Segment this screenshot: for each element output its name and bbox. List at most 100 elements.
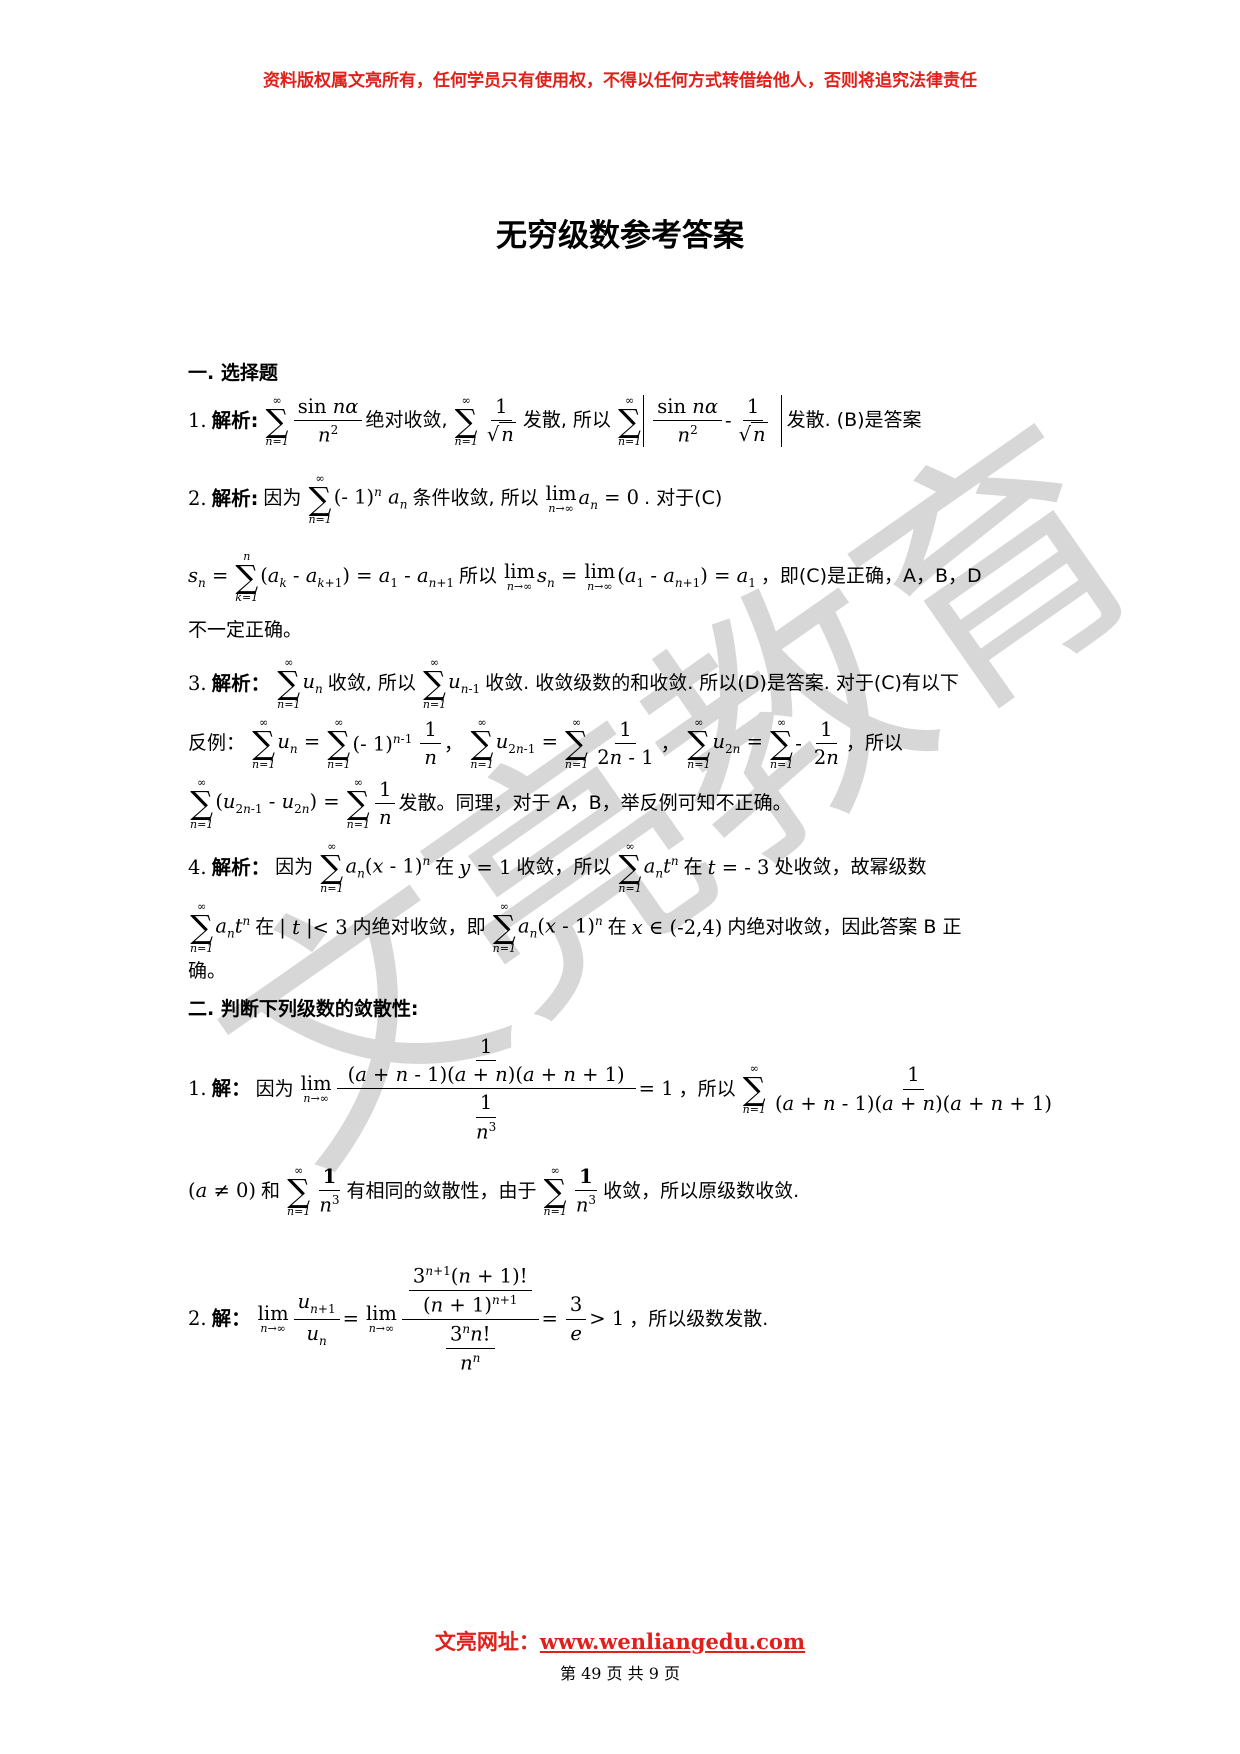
math-expr: (ak - ak+1) = a1 - an+1: [260, 563, 455, 590]
problem-label: 解：: [211, 1077, 251, 1101]
text: 在: [683, 856, 703, 879]
math-fraction: 1√n: [486, 394, 516, 447]
math-expr: un-1: [448, 670, 481, 697]
problem-number: 2.: [188, 1307, 207, 1331]
math-sum: ∞∑n=1: [190, 776, 214, 831]
text: ，所以: [678, 1077, 736, 1100]
math-expr: | t |< 3: [279, 915, 348, 939]
problem-1-3: 3. 解析： ∞∑n=1 un 收敛, 所以 ∞∑n=1 un-1 收敛. 收敛…: [188, 656, 1060, 712]
problem-1-4-cont: ∞∑n=1 antn 在 | t |< 3 内绝对收敛，即 ∞∑n=1 an(x…: [188, 900, 1060, 956]
math-expr: (a ≠ 0): [188, 1179, 256, 1203]
text: 所以: [459, 565, 498, 588]
math-sum: ∞∑n=1: [320, 840, 344, 895]
math-expr: (u2n-1 - u2n) =: [215, 790, 340, 817]
math-expr: u2n-1 =: [495, 730, 558, 757]
problem-number: 3.: [188, 671, 207, 695]
math-expr: x ∈ (-2,4): [631, 915, 723, 939]
math-sum: ∞∑n=1: [346, 776, 370, 831]
text: 绝对收敛,: [365, 409, 448, 432]
text: 在: [435, 856, 455, 879]
problem-1-2-cont: sn = n∑k=1 (ak - ak+1) = a1 - an+1 所以 li…: [188, 549, 1060, 605]
text: 收敛, 所以: [327, 672, 416, 695]
math-expr: (a1 - an+1) = a1: [617, 563, 756, 590]
text: 在: [255, 916, 275, 939]
text: ，所以级数发散.: [629, 1307, 769, 1330]
text: 有相同的敛散性，由于: [346, 1179, 537, 1202]
text: 处收敛，故幂级数: [774, 856, 927, 879]
text: 因为: [275, 856, 314, 879]
math-sum: ∞∑n=1: [769, 716, 794, 771]
section-heading-2: 二. 判断下列级数的敛散性:: [188, 998, 419, 1021]
math-expr: =: [342, 1307, 359, 1331]
problem-number: 4.: [188, 855, 207, 879]
math-expr: an(x - 1)n: [517, 914, 603, 941]
math-expr: antn: [643, 854, 679, 881]
math-expr: (- 1)n-1: [352, 731, 413, 756]
footer-site-label: 文亮网址：: [434, 1629, 540, 1654]
math-expr: u2n =: [712, 730, 763, 757]
math-sum: ∞∑n=1: [265, 393, 289, 448]
math-sum: ∞∑n=1: [277, 656, 301, 711]
math-expr: an = 0: [578, 485, 640, 512]
math-sum: ∞∑n=1: [190, 900, 214, 955]
page-number: 第 49 页 共 9 页: [560, 1664, 680, 1683]
problem-number: 1.: [188, 409, 207, 433]
section-heading-1: 一. 选择题: [188, 362, 278, 384]
math-sum: ∞∑n=1: [422, 656, 447, 711]
problem-label: 解：: [211, 1307, 251, 1331]
math-expr: un =: [277, 730, 321, 757]
math-sum: ∞∑n=1: [454, 393, 478, 448]
math-expr: > 1: [589, 1307, 625, 1331]
math-expr: t = - 3: [707, 855, 770, 879]
math-fraction: 1(a + n - 1)(a + n)(a + n + 1): [774, 1063, 1052, 1115]
math-expr: = 1: [638, 1077, 674, 1101]
page-title: 无穷级数参考答案: [496, 218, 744, 254]
text: 收敛，所以原级数收敛.: [603, 1179, 800, 1202]
text: 不一定正确。: [188, 618, 303, 641]
math-sum: ∞∑n=1: [617, 393, 642, 448]
text: ，即(C)是正确，A，B，D: [760, 565, 982, 588]
footer-site-link[interactable]: www.wenliangedu.com: [539, 1629, 806, 1654]
math-sum: ∞∑n=1: [470, 716, 494, 771]
problem-1-4: 4. 解析： 因为 ∞∑n=1 an(x - 1)n 在 y = 1 收敛，所以…: [188, 840, 1060, 896]
text: ，所以: [845, 732, 903, 755]
math-sum: ∞∑n=1: [252, 716, 276, 771]
math-sum: ∞∑n=1: [564, 716, 589, 771]
text: 确。: [188, 959, 227, 982]
math-expr: (- 1)n an: [333, 485, 408, 512]
text: 收敛. 收敛级数的和收敛. 所以(D)是答案. 对于(C)有以下: [485, 672, 959, 695]
text: . 对于(C): [644, 487, 723, 510]
text: 因为: [255, 1077, 294, 1100]
text: 在: [607, 916, 627, 939]
problem-label: 解析:: [211, 409, 259, 433]
text: 反例：: [188, 732, 246, 755]
math-sum: ∞∑n=1: [327, 716, 351, 771]
text: 内绝对收敛，因此答案 B 正: [727, 916, 962, 939]
math-sum: ∞∑n=1: [687, 716, 711, 771]
math-sum: ∞∑n=1: [308, 471, 332, 526]
math-expr: sn =: [537, 563, 578, 590]
problem-number: 1.: [188, 1077, 207, 1101]
math-fraction: 3n+1(n + 1)!(n + 1)n+1 3nn!nn: [401, 1264, 539, 1375]
math-sum: ∞∑n=1: [742, 1061, 766, 1117]
